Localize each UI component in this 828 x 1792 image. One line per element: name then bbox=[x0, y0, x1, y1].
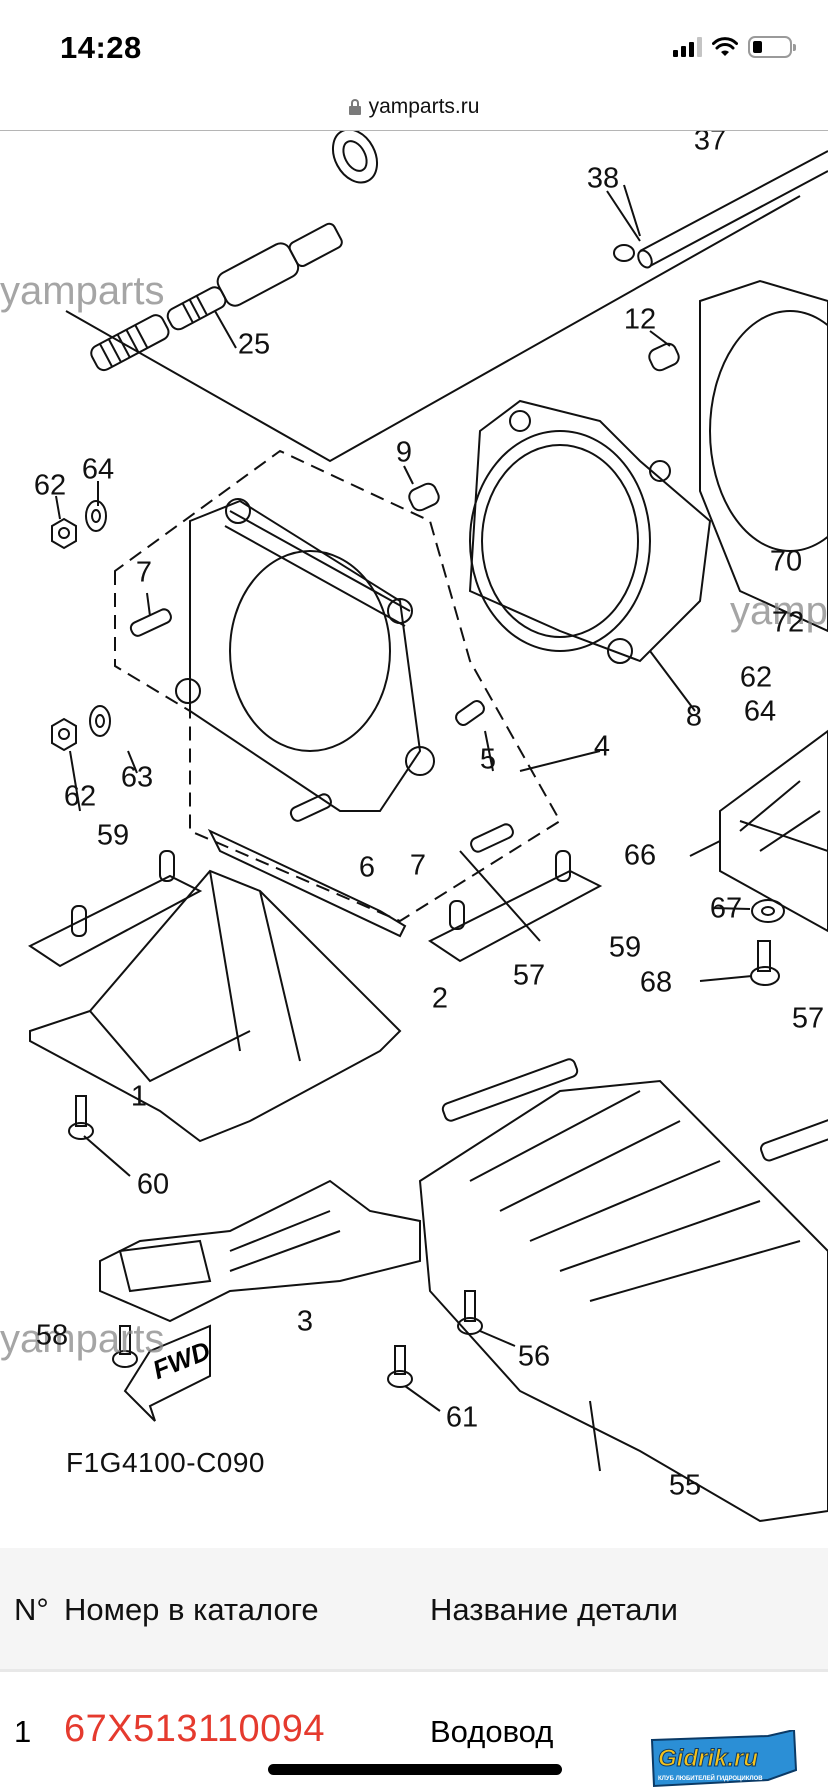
logo-text: Gidrik.ru bbox=[658, 1745, 758, 1772]
battery-icon bbox=[748, 36, 796, 58]
intake-grate bbox=[99, 1179, 421, 1323]
bearing bbox=[331, 131, 379, 184]
callout-25[interactable]: 25 bbox=[237, 328, 271, 361]
url-text: yamparts.ru bbox=[368, 95, 480, 118]
part-name: Водовод bbox=[430, 1714, 554, 1749]
address-bar[interactable]: yamparts.ru bbox=[0, 84, 828, 130]
callout-38[interactable]: 38 bbox=[586, 162, 620, 195]
cellular-signal-icon bbox=[673, 37, 702, 57]
callout-2[interactable]: 2 bbox=[431, 982, 449, 1015]
callout-57[interactable]: 57 bbox=[512, 959, 546, 992]
callout-59[interactable]: 59 bbox=[96, 819, 130, 852]
callout-63[interactable]: 63 bbox=[120, 761, 154, 794]
callout-70[interactable]: 70 bbox=[769, 545, 803, 578]
column-header-part-name: Название детали bbox=[430, 1592, 678, 1627]
callout-7[interactable]: 7 bbox=[135, 556, 153, 589]
status-bar: 14:28 bbox=[0, 0, 828, 88]
collar bbox=[648, 342, 680, 372]
callout-59[interactable]: 59 bbox=[608, 931, 642, 964]
callout-62[interactable]: 62 bbox=[33, 469, 67, 502]
washer bbox=[85, 500, 107, 532]
figure-code: F1G4100-C090 bbox=[66, 1447, 266, 1478]
catalog-number-link[interactable]: 67X513110094 bbox=[64, 1708, 325, 1750]
nut bbox=[51, 517, 77, 550]
callout-8[interactable]: 8 bbox=[685, 700, 703, 733]
callout-68[interactable]: 68 bbox=[639, 966, 673, 999]
home-indicator[interactable] bbox=[268, 1764, 562, 1775]
parts-table-header: N° Номер в каталоге Название детали bbox=[0, 1548, 828, 1672]
callout-64[interactable]: 64 bbox=[743, 695, 777, 728]
mount-pad-right bbox=[428, 850, 603, 963]
nozzle-housing bbox=[468, 399, 712, 664]
assembly-box-4 bbox=[114, 449, 562, 923]
callout-57[interactable]: 57 bbox=[791, 1002, 825, 1035]
assembly-bracket-line bbox=[65, 195, 801, 463]
wifi-icon bbox=[712, 37, 738, 56]
callout-7[interactable]: 7 bbox=[409, 849, 427, 882]
watermark: yamparts bbox=[0, 269, 165, 313]
callout-72[interactable]: 72 bbox=[771, 606, 805, 639]
callout-5[interactable]: 5 bbox=[479, 743, 497, 776]
fwd-arrow-sign bbox=[123, 1324, 211, 1422]
callout-37[interactable]: 37 bbox=[693, 131, 727, 157]
callout-62[interactable]: 62 bbox=[739, 661, 773, 694]
status-icons bbox=[673, 36, 796, 58]
clamp bbox=[613, 244, 635, 262]
rear-housing bbox=[699, 279, 828, 633]
pump-mount-plate bbox=[719, 729, 828, 933]
pipe bbox=[639, 150, 828, 267]
mount-pad-left bbox=[28, 850, 203, 968]
grommet bbox=[751, 899, 785, 923]
lock-icon bbox=[348, 99, 361, 115]
callout-67[interactable]: 67 bbox=[709, 892, 743, 925]
column-header-number: N° bbox=[14, 1592, 49, 1627]
watermark: yamparts bbox=[730, 589, 828, 633]
logo-subtext: КЛУБ ЛЮБИТЕЛЕЙ ГИДРОЦИКЛОВ bbox=[658, 1774, 763, 1782]
callout-58[interactable]: 58 bbox=[35, 1319, 69, 1352]
table-row: 1 67X513110094 Водовод bbox=[0, 1672, 828, 1792]
battery-level bbox=[753, 41, 762, 53]
callout-4[interactable]: 4 bbox=[593, 730, 611, 763]
status-time: 14:28 bbox=[60, 30, 142, 65]
drive-shaft bbox=[90, 222, 343, 372]
callout-12[interactable]: 12 bbox=[623, 303, 657, 336]
diagram-drawing bbox=[28, 131, 828, 1523]
callout-55[interactable]: 55 bbox=[668, 1469, 702, 1502]
callout-60[interactable]: 60 bbox=[136, 1168, 170, 1201]
callout-56[interactable]: 56 bbox=[517, 1340, 551, 1373]
parts-diagram[interactable]: yamparts yamparts yamparts FWD 37 38 25 … bbox=[0, 131, 828, 1548]
intake-duct bbox=[29, 869, 402, 1143]
seal-strip bbox=[207, 828, 407, 938]
callout-3[interactable]: 3 bbox=[296, 1305, 314, 1338]
column-header-catalog-number: Номер в каталоге bbox=[64, 1592, 319, 1627]
row-number: 1 bbox=[14, 1714, 32, 1749]
duct-adapter bbox=[175, 498, 435, 812]
callout-6[interactable]: 6 bbox=[358, 851, 376, 884]
callout-9[interactable]: 9 bbox=[395, 436, 413, 469]
ride-plate bbox=[418, 1079, 828, 1523]
callout-1[interactable]: 1 bbox=[130, 1080, 148, 1113]
callout-66[interactable]: 66 bbox=[623, 839, 657, 872]
watermark: yamparts bbox=[0, 1317, 165, 1361]
screws bbox=[68, 850, 601, 1472]
callout-62[interactable]: 62 bbox=[63, 780, 97, 813]
bolt bbox=[129, 608, 172, 637]
address-bar-divider bbox=[0, 130, 828, 131]
callout-61[interactable]: 61 bbox=[445, 1401, 479, 1434]
gidrik-logo: Gidrik.ru КЛУБ ЛЮБИТЕЛЕЙ ГИДРОЦИКЛОВ bbox=[650, 1730, 798, 1788]
callout-64[interactable]: 64 bbox=[81, 453, 115, 486]
